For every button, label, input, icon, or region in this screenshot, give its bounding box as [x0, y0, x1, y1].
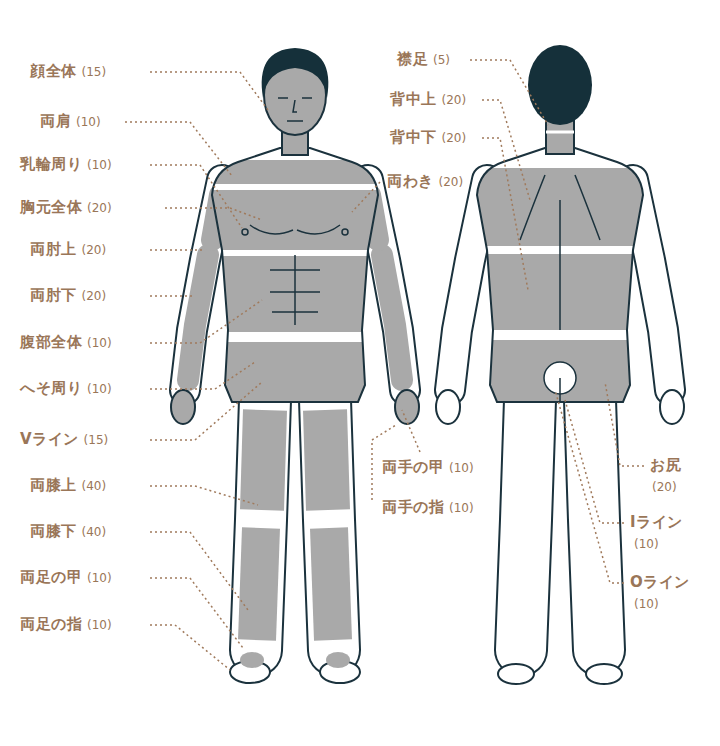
area-label: 両手の甲 — [382, 458, 444, 476]
area-label: Iライン — [630, 513, 683, 531]
area-label: 両膝上 — [30, 476, 77, 494]
area-label: Oライン — [630, 573, 690, 591]
area-label: 襟足 — [397, 50, 428, 68]
area-label: 両肘上 — [30, 240, 77, 258]
count-number: (10) — [87, 382, 112, 396]
count-number: (10) — [449, 461, 474, 475]
count-number: (20) — [82, 289, 107, 303]
count-number: (20) — [442, 131, 467, 145]
count-number: (10) — [634, 597, 659, 611]
count-number: (15) — [84, 433, 109, 447]
count-number: (15) — [82, 65, 107, 79]
area-label: 顔全体 — [30, 62, 77, 80]
area-label: へそ周り — [20, 379, 82, 397]
count-number: (20) — [442, 93, 467, 107]
count-number: (10) — [449, 501, 474, 515]
count-number: (10) — [634, 537, 659, 551]
area-label: お尻 — [650, 456, 681, 474]
count-number: (20) — [652, 480, 677, 494]
count-number: (20) — [87, 201, 112, 215]
count-number: (10) — [87, 571, 112, 585]
count-number: (20) — [82, 243, 107, 257]
count-number: (5) — [433, 53, 450, 67]
area-label: 両膝下 — [30, 522, 77, 540]
area-label: 背中下 — [390, 128, 437, 146]
count-number: (10) — [87, 336, 112, 350]
count-number: (40) — [82, 525, 107, 539]
count-number: (10) — [76, 115, 101, 129]
area-label: 両肘下 — [30, 286, 77, 304]
count-number: (20) — [439, 175, 464, 189]
count-number: (10) — [87, 158, 112, 172]
area-label: 両わき — [387, 172, 434, 190]
area-label: 腹部全体 — [20, 333, 82, 351]
area-label: Vライン — [20, 430, 79, 448]
area-label: 両手の指 — [382, 498, 444, 516]
leader-lines — [125, 60, 644, 670]
area-label: 両足の指 — [20, 615, 82, 633]
area-label: 両足の甲 — [20, 568, 82, 586]
area-label: 両肩 — [40, 112, 71, 130]
area-label: 胸元全体 — [20, 198, 82, 216]
count-number: (40) — [82, 479, 107, 493]
area-label: 背中上 — [390, 90, 437, 108]
area-label: 乳輪周り — [20, 155, 82, 173]
count-number: (10) — [87, 618, 112, 632]
